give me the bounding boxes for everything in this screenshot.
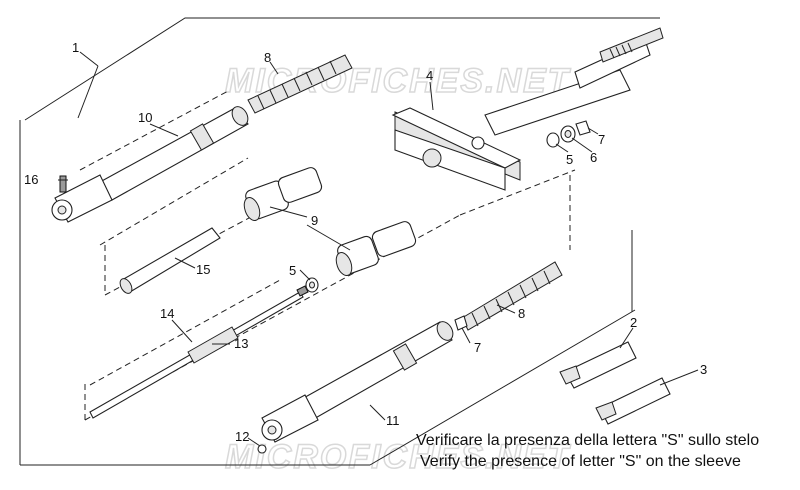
fork-sleeve-2 <box>559 341 637 389</box>
callout-12: 12 <box>235 429 249 444</box>
callout-6: 6 <box>590 150 597 165</box>
callout-13: 13 <box>234 336 248 351</box>
callout-7-upper: 7 <box>598 132 605 147</box>
leader-lines <box>58 51 699 447</box>
screw-16 <box>59 175 67 193</box>
callout-5-lower: 5 <box>289 263 296 278</box>
callout-11: 11 <box>386 413 400 428</box>
callout-7-lower: 7 <box>474 340 481 355</box>
callout-3: 3 <box>700 362 707 377</box>
damper-rod <box>89 285 309 419</box>
callout-9: 9 <box>311 213 318 228</box>
spring-lower <box>461 261 563 331</box>
note-english: Verify the presence of letter "S" on the… <box>420 453 741 470</box>
hardware <box>59 120 591 454</box>
callout-8-lower: 8 <box>518 306 525 321</box>
callout-14: 14 <box>160 306 174 321</box>
callout-8-upper: 8 <box>264 50 271 65</box>
watermark-bottom: MICROFICHES.NET <box>225 438 572 476</box>
fork-sleeve-3 <box>595 377 671 425</box>
bushings <box>243 167 417 277</box>
callout-10: 10 <box>138 110 152 125</box>
callout-4: 4 <box>426 68 433 83</box>
screw-12 <box>257 444 267 454</box>
callout-2: 2 <box>630 315 637 330</box>
callout-numbers: 1 2 3 4 5 5 6 7 7 8 8 9 10 11 12 13 14 1… <box>24 40 707 444</box>
nut-7-lower <box>454 315 468 331</box>
note-italian: Verificare la presenza della lettera "S"… <box>416 432 760 449</box>
fork-leg-upper <box>51 106 249 223</box>
fork-leg-lower <box>261 321 454 443</box>
nut-7-upper <box>575 120 591 136</box>
steering-crown <box>391 27 664 191</box>
inner-tube <box>119 227 221 294</box>
callout-1: 1 <box>72 40 79 55</box>
washer-5-upper <box>546 132 560 148</box>
spring-upper <box>247 54 353 114</box>
callout-5-upper: 5 <box>566 152 573 167</box>
callout-16: 16 <box>24 172 38 187</box>
callout-15: 15 <box>196 262 210 277</box>
